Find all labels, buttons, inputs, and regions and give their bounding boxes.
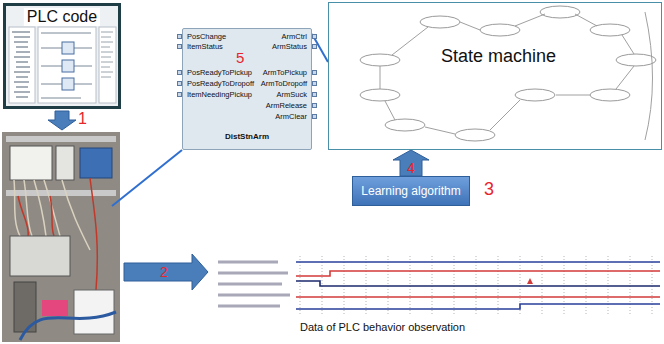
state-transitions bbox=[380, 14, 634, 134]
signal-trace bbox=[296, 271, 660, 276]
state-ellipse bbox=[540, 6, 580, 18]
callout-number: 2 bbox=[160, 265, 168, 279]
state-ellipse bbox=[360, 54, 400, 66]
pin-port bbox=[312, 81, 317, 86]
state-ellipse bbox=[480, 24, 520, 36]
code-screenshot: PLC code bbox=[3, 3, 121, 109]
callout-number: 1 bbox=[78, 111, 87, 127]
signal-trace bbox=[296, 281, 660, 286]
pin-port bbox=[312, 103, 317, 108]
hardware-photo bbox=[2, 132, 120, 342]
signal-trace-chart: Data of PLC behavior observation bbox=[212, 250, 662, 338]
state-ellipse bbox=[590, 89, 630, 101]
pin-port bbox=[177, 44, 182, 49]
block-name: DistStnArm bbox=[225, 133, 269, 141]
relay-module bbox=[74, 290, 114, 334]
state-transitions bbox=[645, 12, 653, 140]
output-pin-name: ArmClear bbox=[275, 113, 307, 121]
block-arrow bbox=[48, 111, 76, 130]
state-machine-panel: State machine bbox=[328, 2, 662, 150]
pin-port bbox=[312, 70, 317, 75]
input-pin-name: PosChange bbox=[187, 33, 226, 41]
tree-lines bbox=[12, 32, 30, 97]
output-pin-name: ArmToDropoff bbox=[261, 80, 307, 88]
pin-port bbox=[177, 34, 182, 39]
code-block bbox=[62, 60, 74, 72]
code-block bbox=[62, 78, 74, 90]
input-pin-name: PosReadyToPickup bbox=[187, 69, 252, 77]
io-module bbox=[56, 146, 74, 180]
code-panel bbox=[38, 27, 96, 103]
code-block bbox=[62, 42, 74, 54]
cursor-mark bbox=[527, 278, 533, 284]
input-pin-name: ItemNeedingPickup bbox=[187, 91, 252, 99]
output-pin-name: ArmCtrl bbox=[282, 33, 307, 41]
screenshot-background bbox=[5, 5, 119, 107]
signal-trace bbox=[296, 261, 660, 263]
signal-trace bbox=[296, 304, 660, 309]
connector bbox=[312, 34, 328, 62]
signal-names bbox=[218, 262, 290, 306]
panel-title: State machine bbox=[441, 47, 556, 65]
pin-port bbox=[312, 114, 317, 119]
network-cable bbox=[20, 312, 116, 340]
pin-port bbox=[177, 81, 182, 86]
state-ellipse bbox=[385, 119, 425, 131]
output-pin-name: ArmStatus bbox=[272, 43, 307, 51]
output-pin-name: ArmRelease bbox=[266, 102, 307, 110]
process-box: Learning algorithm bbox=[352, 176, 470, 206]
blue-module bbox=[80, 148, 112, 178]
callout-number: 3 bbox=[484, 180, 494, 198]
ladder-lines bbox=[41, 33, 92, 98]
screenshot-title: PLC code bbox=[24, 8, 100, 26]
callout-number: 4 bbox=[407, 161, 415, 175]
input-pin-name: PosReadyToDropoff bbox=[187, 80, 254, 88]
chart-caption: Data of PLC behavior observation bbox=[300, 322, 465, 333]
tree-panel bbox=[9, 27, 35, 103]
plc-module bbox=[10, 146, 52, 180]
pin-port bbox=[312, 92, 317, 97]
input-pin-name: ItemStatus bbox=[187, 43, 223, 51]
property-panel bbox=[99, 27, 116, 103]
din-rail bbox=[6, 190, 116, 196]
warning-label bbox=[42, 300, 68, 316]
pin-port bbox=[312, 34, 317, 39]
signal-trace bbox=[296, 296, 660, 298]
state-ellipse bbox=[515, 89, 555, 101]
function-block: PosChangeItemStatusPosReadyToPickupPosRe… bbox=[182, 28, 312, 150]
state-ellipse bbox=[360, 89, 400, 101]
output-pin-name: ArmToPickup bbox=[263, 69, 307, 77]
output-pin-name: ArmSuck bbox=[277, 91, 307, 99]
callout-number: 5 bbox=[236, 50, 244, 65]
state-ellipse bbox=[455, 129, 495, 141]
state-ellipse bbox=[420, 16, 460, 28]
state-ellipse bbox=[616, 54, 656, 66]
pin-port bbox=[312, 44, 317, 49]
leader-line bbox=[112, 150, 182, 206]
din-rail bbox=[6, 136, 116, 142]
pin-port bbox=[177, 92, 182, 97]
pin-port bbox=[177, 70, 182, 75]
block-arrow bbox=[124, 254, 208, 290]
grid-lines bbox=[300, 256, 652, 314]
property-lines bbox=[101, 32, 113, 77]
process-label: Learning algorithm bbox=[361, 185, 460, 197]
terminal-block bbox=[10, 236, 70, 276]
block-arrow bbox=[393, 150, 429, 176]
state-ellipse bbox=[590, 24, 630, 36]
